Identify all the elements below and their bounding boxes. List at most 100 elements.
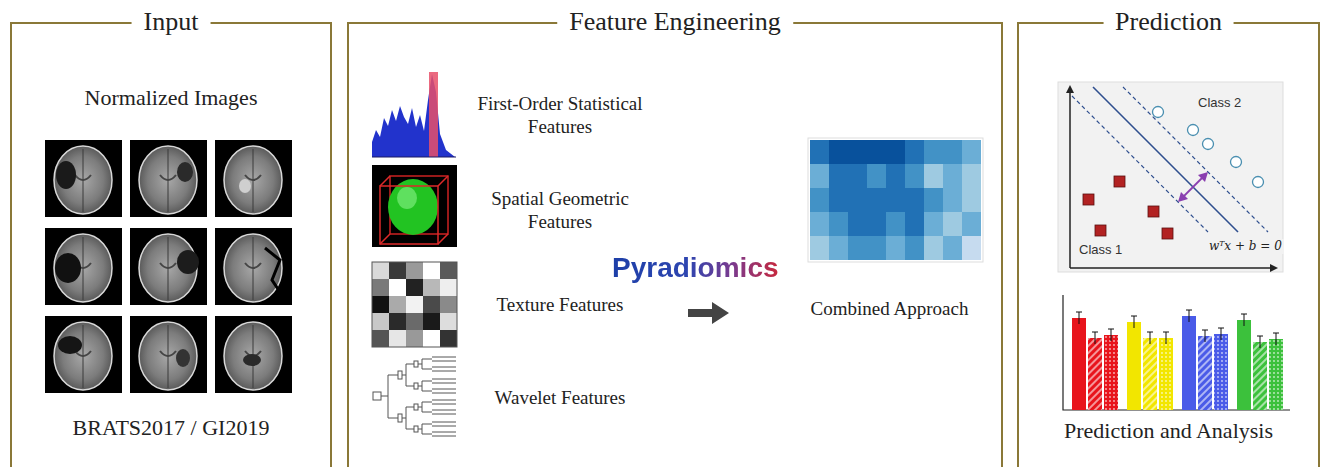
svm-plot bbox=[1182, 176, 1204, 198]
heatmap bbox=[905, 140, 924, 164]
heatmap bbox=[810, 212, 829, 236]
heatmap bbox=[943, 188, 962, 212]
heatmap bbox=[905, 164, 924, 188]
bar-chart bbox=[1063, 295, 1290, 410]
svm-plot bbox=[1253, 177, 1264, 188]
texture-icon bbox=[372, 330, 389, 347]
dataset-caption: BRATS2017 / GI2019 bbox=[12, 415, 330, 441]
wavelet-tree-icon bbox=[398, 414, 402, 422]
mri-grid bbox=[177, 250, 199, 274]
feature-item: First-Order Statistical Features bbox=[461, 72, 659, 157]
texture-icon bbox=[406, 279, 423, 296]
mri-grid bbox=[215, 228, 292, 305]
feature-label: First-Order Statistical Features bbox=[461, 92, 659, 138]
heatmap bbox=[829, 164, 848, 188]
texture-icon bbox=[440, 313, 457, 330]
heatmap bbox=[924, 164, 943, 188]
combined-label: Combined Approach bbox=[811, 297, 969, 320]
hyperplane-equation: wᵀx + b = 0 bbox=[1207, 239, 1284, 254]
texture-icon bbox=[423, 296, 440, 313]
svm-plot bbox=[1203, 139, 1214, 150]
texture-icon bbox=[372, 262, 457, 347]
heatmap bbox=[924, 236, 943, 260]
combined-features: Combined Approach bbox=[787, 134, 992, 324]
heatmap bbox=[962, 188, 981, 212]
wavelet-tree-icon bbox=[418, 359, 432, 369]
shape-icon bbox=[372, 165, 457, 247]
svm-plot bbox=[1058, 82, 1283, 272]
heatmap bbox=[905, 236, 924, 260]
texture-icon bbox=[372, 262, 389, 279]
texture-icon bbox=[423, 279, 440, 296]
error-bars bbox=[1076, 310, 1279, 348]
svm-plot bbox=[1153, 107, 1164, 118]
heatmap bbox=[962, 212, 981, 236]
texture-icon bbox=[440, 296, 457, 313]
svm-plot bbox=[1083, 194, 1094, 205]
mri-grid bbox=[130, 140, 207, 217]
heatmap bbox=[867, 212, 886, 236]
svm-plot bbox=[1070, 267, 1272, 269]
heatmap bbox=[943, 236, 962, 260]
texture-icon bbox=[406, 262, 423, 279]
stage-panel: Feature EngineeringFirst-Order Statistic… bbox=[347, 22, 1003, 467]
bar-group bbox=[1253, 342, 1267, 410]
heatmap bbox=[810, 140, 981, 260]
wavelet-tree-icon bbox=[418, 381, 432, 391]
tool-name: Pyradiomics bbox=[612, 252, 779, 284]
svm-plot bbox=[1066, 85, 1074, 93]
wavelet-tree-icon bbox=[414, 361, 418, 367]
mri-grid bbox=[45, 316, 122, 393]
bar-chart bbox=[1063, 295, 1290, 410]
wavelet-tree-icon bbox=[373, 357, 456, 436]
mri-grid bbox=[215, 140, 292, 217]
shape-icon bbox=[380, 176, 448, 244]
histogram-icon bbox=[372, 72, 456, 157]
svm-plot bbox=[1123, 87, 1268, 232]
histogram-icon bbox=[372, 157, 456, 158]
bar-group bbox=[1159, 338, 1173, 410]
mri-grid bbox=[239, 179, 251, 193]
panel-heading: Input bbox=[132, 6, 211, 38]
wavelet-tree-icon bbox=[398, 371, 402, 379]
texture-icon bbox=[372, 296, 389, 313]
bar-group bbox=[1127, 322, 1141, 410]
feature-item: Spatial Geometric Features bbox=[461, 167, 659, 252]
bar-group bbox=[1088, 338, 1102, 410]
bar-group bbox=[1143, 338, 1157, 410]
panel-subheading: Normalized Images bbox=[12, 85, 330, 111]
mri-grid bbox=[243, 354, 261, 366]
heatmap bbox=[808, 138, 983, 262]
texture-icon bbox=[372, 313, 389, 330]
heatmap bbox=[943, 164, 962, 188]
heatmap bbox=[886, 236, 905, 260]
heatmap bbox=[886, 164, 905, 188]
mri-grid bbox=[265, 248, 282, 295]
histogram-icon bbox=[372, 74, 455, 157]
mri-grid bbox=[45, 140, 292, 393]
svm-plot bbox=[1162, 228, 1173, 239]
mri-grid bbox=[130, 228, 207, 305]
heatmap bbox=[924, 188, 943, 212]
mri-grid bbox=[55, 253, 81, 283]
texture-icon bbox=[372, 262, 457, 347]
bar-group bbox=[1214, 334, 1228, 410]
wavelet-tree-icon bbox=[432, 357, 456, 436]
wavelet-tree-icon bbox=[381, 375, 398, 418]
texture-icon bbox=[440, 330, 457, 347]
histogram-icon bbox=[429, 72, 438, 157]
wavelet-tree-icon bbox=[402, 364, 414, 386]
heatmap bbox=[829, 188, 848, 212]
svm-plot bbox=[1058, 82, 1283, 272]
bar-group bbox=[1143, 338, 1157, 410]
bar-group bbox=[1072, 318, 1086, 410]
wavelet-tree-icon bbox=[414, 404, 418, 410]
mri-grid bbox=[45, 228, 122, 305]
bar-group bbox=[1269, 339, 1283, 410]
result-caption: Prediction and Analysis bbox=[1019, 418, 1318, 444]
heatmap bbox=[962, 140, 981, 164]
heatmap bbox=[848, 236, 867, 260]
mri-grid bbox=[130, 316, 207, 393]
